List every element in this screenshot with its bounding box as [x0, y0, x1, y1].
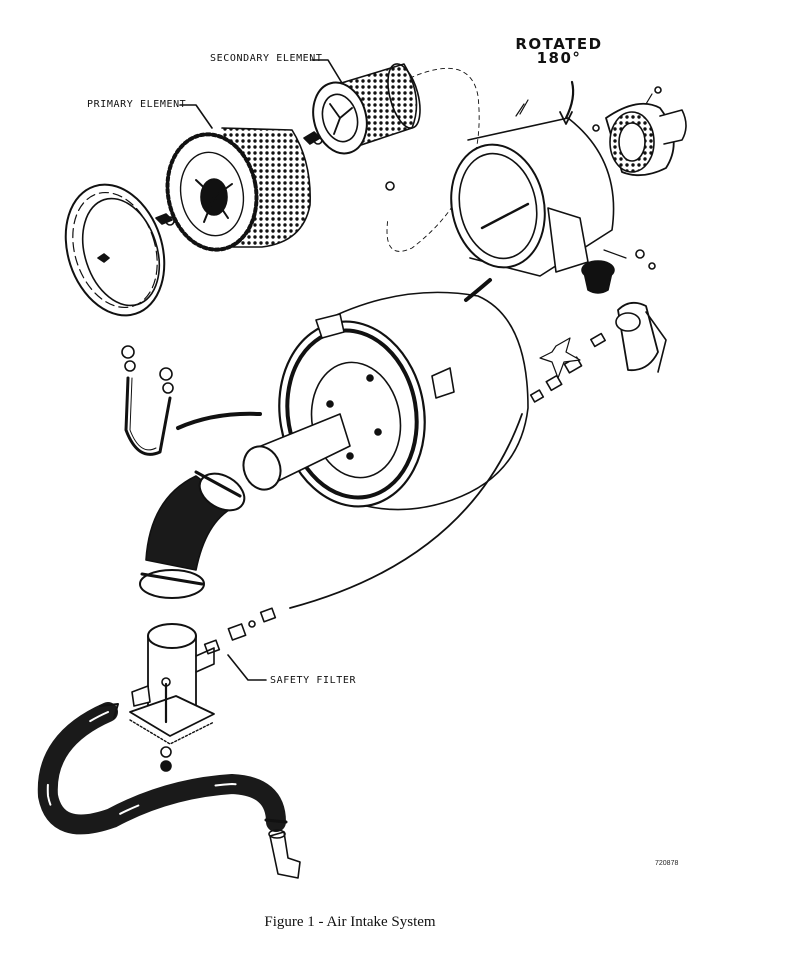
- restriction-indicator: [615, 301, 667, 373]
- drain-elbow-fitting: [268, 829, 301, 879]
- air-cleaner-cover: [64, 183, 166, 317]
- outlet-flange: [605, 86, 687, 177]
- indicator-fittings: [529, 332, 606, 403]
- drawing-number: 720878: [655, 860, 679, 867]
- rotated-note-arrow: [564, 80, 575, 120]
- air-cleaner-body: [278, 291, 529, 511]
- secondary-element-label: SECONDARY ELEMENT: [210, 53, 323, 64]
- u-bolt: [121, 345, 262, 456]
- housing-hardware: [385, 124, 656, 270]
- safety-filter-label: SAFETY FILTER: [270, 675, 357, 686]
- housing-outlet-cap: [581, 260, 615, 294]
- rotated-note: ROTATED 180°: [506, 35, 612, 67]
- arrowhead: [559, 111, 573, 125]
- rotated-note-line1: ROTATED: [515, 35, 603, 53]
- leader-lines: [179, 59, 346, 681]
- figure-caption: Figure 1 - Air Intake System: [264, 914, 436, 930]
- assembly-arrow: [464, 278, 492, 302]
- outlet-tube: [242, 413, 351, 491]
- secondary-element: [312, 63, 421, 155]
- rotation-phantom-path: [386, 67, 480, 252]
- safety-filter-riser: [129, 623, 215, 772]
- primary-element-label: PRIMARY ELEMENT: [87, 99, 187, 110]
- rotated-note-line2: 180°: [536, 49, 582, 67]
- elbow-hose: [139, 470, 246, 599]
- primary-element: [165, 127, 311, 252]
- restriction-indicator-tube: [289, 413, 523, 609]
- safety-filter-fittings: [203, 607, 277, 655]
- rotated-housing: [450, 99, 615, 277]
- drain-hose: [37, 702, 288, 835]
